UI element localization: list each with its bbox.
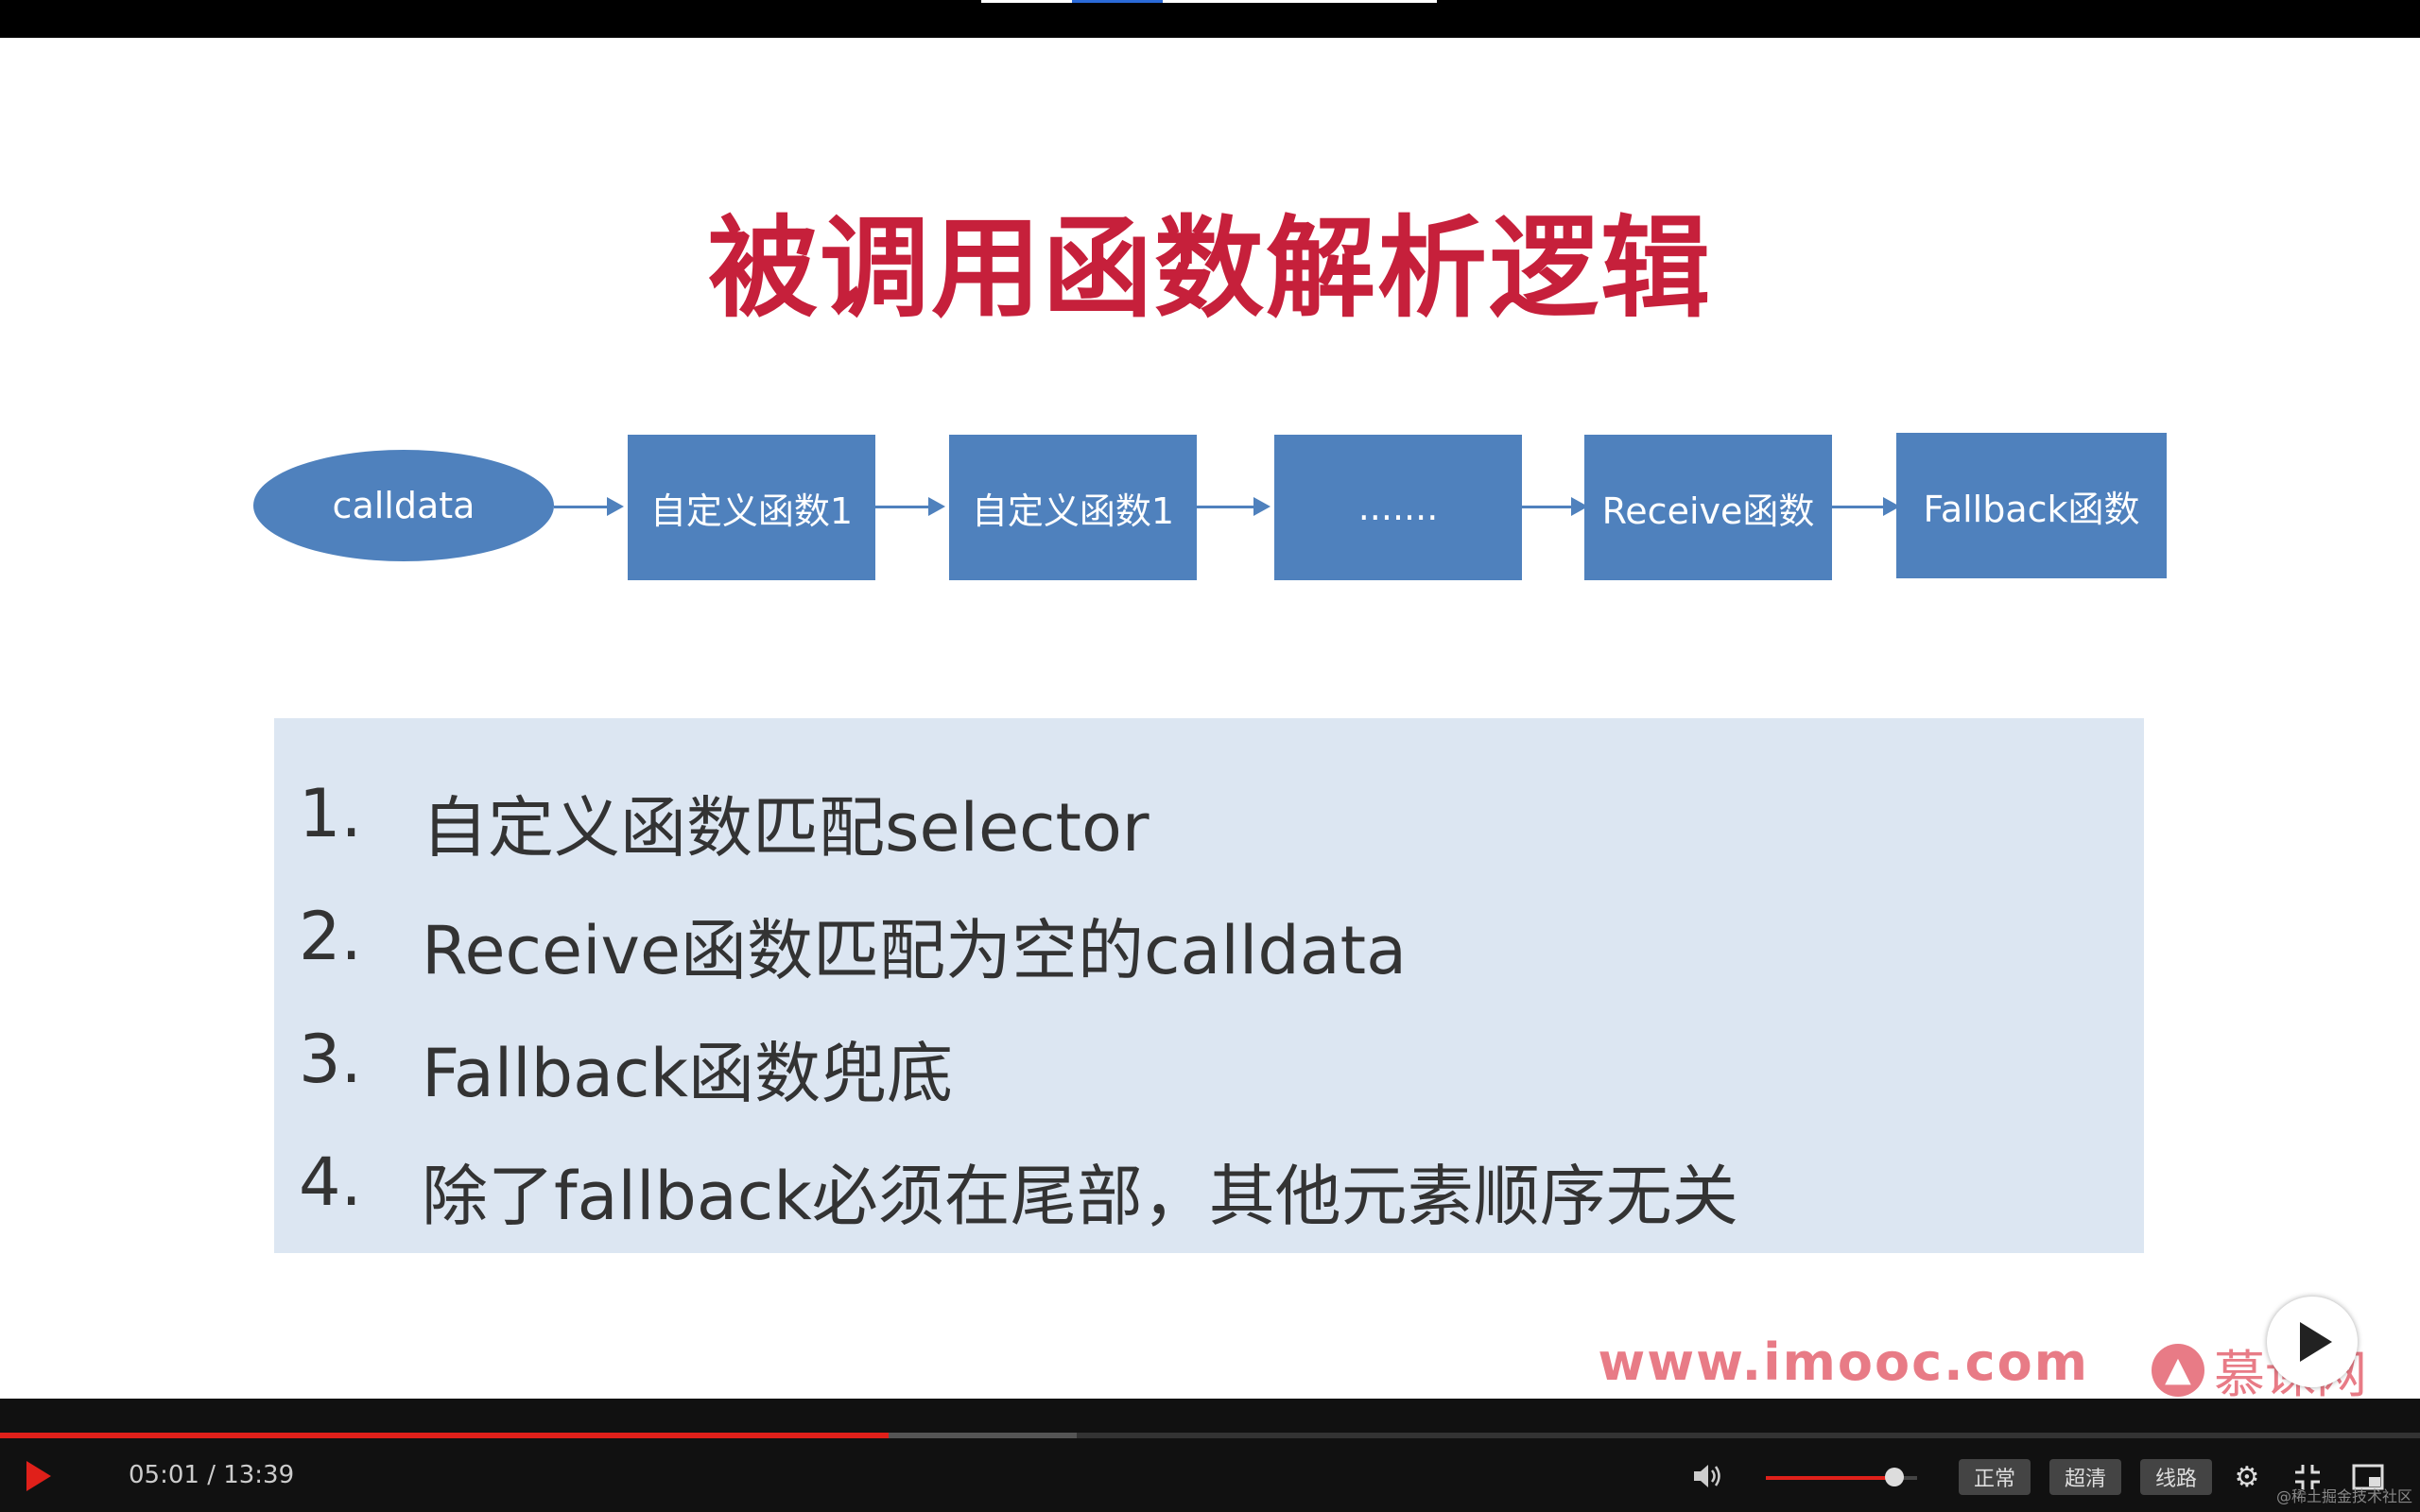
settings-gear-icon[interactable]: ⚙ xyxy=(2234,1460,2260,1494)
volume-slider[interactable] xyxy=(1766,1468,1917,1486)
picture-in-picture-icon[interactable] xyxy=(2350,1459,2386,1495)
flow-diagram: calldata 自定义函数1 自定义函数1 ....... Receive函数… xyxy=(0,38,2420,1399)
rule-item: 4. 除了fallback必须在尾部，其他元素顺序无关 xyxy=(299,1143,1738,1239)
rule-item: 3. Fallback函数兜底 xyxy=(299,1021,953,1116)
quality-hd-button[interactable]: 超清 xyxy=(2049,1459,2121,1495)
flow-arrow xyxy=(1197,497,1270,516)
rule-text: 自定义函数匹配selector xyxy=(422,789,1150,867)
flow-arrow xyxy=(1832,497,1900,516)
rule-text: Fallback函数兜底 xyxy=(422,1035,953,1112)
flow-arrow xyxy=(1522,497,1588,516)
rule-item: 1. 自定义函数匹配selector xyxy=(299,775,1150,870)
top-tab-indicator-active xyxy=(1072,0,1163,3)
flow-arrow xyxy=(875,497,945,516)
volume-level xyxy=(1766,1476,1894,1480)
top-bar xyxy=(0,0,2420,38)
route-button[interactable]: 线路 xyxy=(2140,1459,2212,1495)
rule-number: 2. xyxy=(299,898,362,975)
flow-arrow xyxy=(554,497,624,516)
rule-number: 3. xyxy=(299,1021,362,1098)
play-overlay-button[interactable] xyxy=(2267,1297,2358,1387)
flow-node-fallback: Fallback函数 xyxy=(1896,433,2167,578)
top-tab-indicator xyxy=(981,0,1072,3)
flow-node-receive: Receive函数 xyxy=(1584,435,1832,580)
exit-fullscreen-icon[interactable] xyxy=(2290,1459,2325,1495)
corner-watermark: @稀土掘金技术社区 xyxy=(2275,1487,2412,1505)
play-button[interactable] xyxy=(26,1461,51,1491)
rule-text: 除了fallback必须在尾部，其他元素顺序无关 xyxy=(422,1158,1738,1235)
rules-panel: 1. 自定义函数匹配selector 2. Receive函数匹配为空的call… xyxy=(274,718,2144,1253)
top-tab-indicator xyxy=(1163,0,1437,3)
flow-node-custom-function-a: 自定义函数1 xyxy=(628,435,875,580)
volume-icon[interactable] xyxy=(1692,1461,1724,1491)
progress-played xyxy=(0,1433,889,1438)
flow-node-ellipsis: ....... xyxy=(1274,435,1522,580)
time-display: 05:01 / 13:39 xyxy=(129,1461,295,1489)
site-watermark: www.imooc.com xyxy=(1598,1332,2089,1392)
flame-icon: ▲ xyxy=(2152,1343,2204,1397)
slide: 被调用函数解析逻辑 calldata 自定义函数1 自定义函数1 .......… xyxy=(0,38,2420,1399)
rule-number: 1. xyxy=(299,775,362,852)
progress-bar[interactable] xyxy=(0,1433,2420,1438)
rule-number: 4. xyxy=(299,1143,362,1221)
rule-text: Receive函数匹配为空的calldata xyxy=(422,912,1408,989)
quality-normal-button[interactable]: 正常 xyxy=(1959,1459,2031,1495)
flow-node-calldata: calldata xyxy=(253,450,554,561)
player-controls: 05:01 / 13:39 正常 超清 线路 ⚙ xyxy=(0,1399,2420,1512)
flow-node-custom-function-b: 自定义函数1 xyxy=(949,435,1197,580)
rule-item: 2. Receive函数匹配为空的calldata xyxy=(299,898,1407,993)
volume-handle[interactable] xyxy=(1885,1468,1904,1486)
slide-title: 被调用函数解析逻辑 xyxy=(708,205,1712,333)
